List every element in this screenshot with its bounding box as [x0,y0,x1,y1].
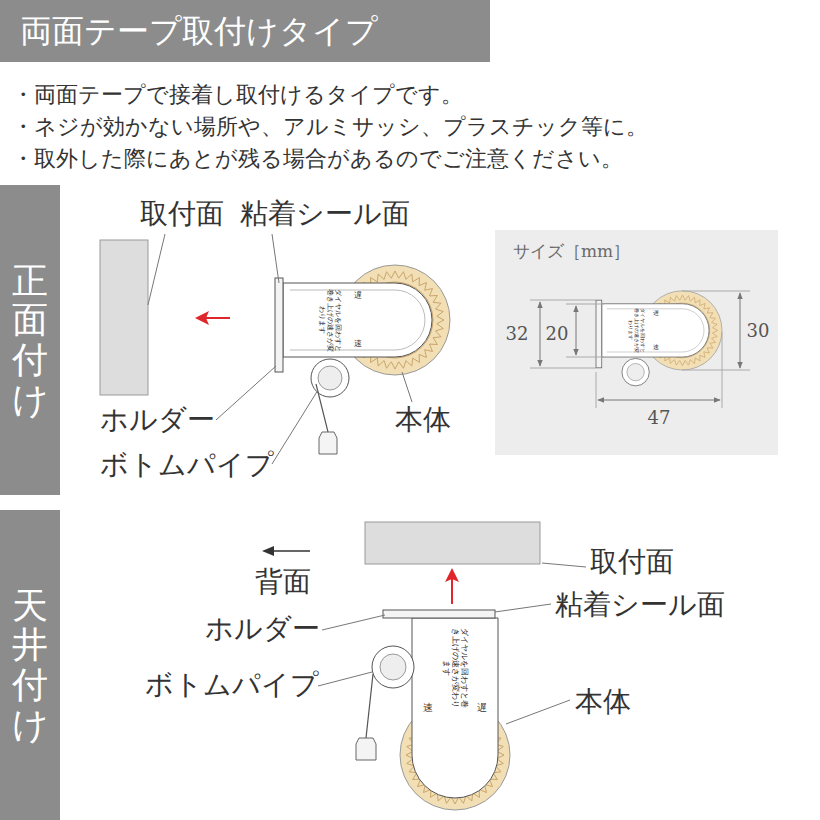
size-panel-ground [495,230,778,455]
part-label: ボトムパイプ [100,448,274,482]
part-label: ホルダー [205,612,320,646]
leader-line [542,563,586,567]
part-label: 背面 [255,565,311,599]
dimension: 47 [648,407,671,429]
holder [275,278,283,372]
cord-weight [319,432,337,454]
arrow-head [195,311,209,325]
part-label: ホルダー [100,403,215,437]
housing [412,618,498,798]
device-text: 速 [653,343,659,350]
part-label: 本体 [575,685,631,719]
leader-line [506,700,570,724]
cord-weight [356,738,376,760]
mount-surface [100,240,148,395]
device-text: 遅 [354,291,362,301]
part-label: 取付面 [590,545,674,579]
mount-surface [365,522,540,564]
title-bar: 両面テープ取付けタイプ [0,0,490,62]
node-label: 正面付け [12,261,48,419]
device-text: 遅 [477,702,487,714]
node-label: 天井付け [12,586,48,744]
leader-line [495,604,551,612]
direction-arrow [451,578,453,604]
part-label: 粘着シール面 [240,197,410,231]
housing [283,283,432,357]
leader-line [322,615,385,630]
holder [596,300,602,368]
note: ・取外した際にあとが残る場合があるのでご注意ください。 [12,146,623,172]
bottom-pipe [372,646,414,688]
device-text: 遅 [653,309,659,316]
dimension: 32 [506,323,529,345]
leader-line [318,672,372,686]
arrow-head [262,546,274,556]
housing [602,304,709,357]
part-label: 取付面 [140,197,224,231]
back-arrow [272,550,310,552]
direction-arrow [205,317,230,319]
device-text: ダイヤルを回わすと巻き上げの速さが変わります [441,626,469,710]
leader-line [272,234,279,283]
device-text: 速 [423,702,433,714]
device-text: ダイヤルを回わすと巻き上げの速さが変わります [627,306,644,354]
part-label: ボトムパイプ [145,668,319,702]
leader-line [272,390,318,464]
device-text: ダイヤルを回わすと巻き上げの速さが変わります [318,286,342,354]
dimension-lines [530,291,750,408]
leader-line [216,366,276,420]
holder [383,610,495,618]
note: ・両面テープで接着し取付けるタイプです。 [12,82,463,108]
part-label: 粘着シール面 [555,588,725,622]
side-band: 正面付け [0,185,60,495]
arrow-head [445,568,459,582]
part-label: 本体 [395,403,451,437]
side-band: 天井付け [0,510,60,820]
note: ・ネジが効かない場所や、アルミサッシ、プラスチック等に。 [12,114,648,140]
leader-line [148,234,165,305]
dimension: 20 [546,323,569,345]
bottom-pipe [622,358,649,385]
dimension: 30 [747,320,770,342]
leader-line [402,372,412,402]
device-text: 速 [354,339,362,349]
node-label: サイズ［mm］ [495,230,778,263]
